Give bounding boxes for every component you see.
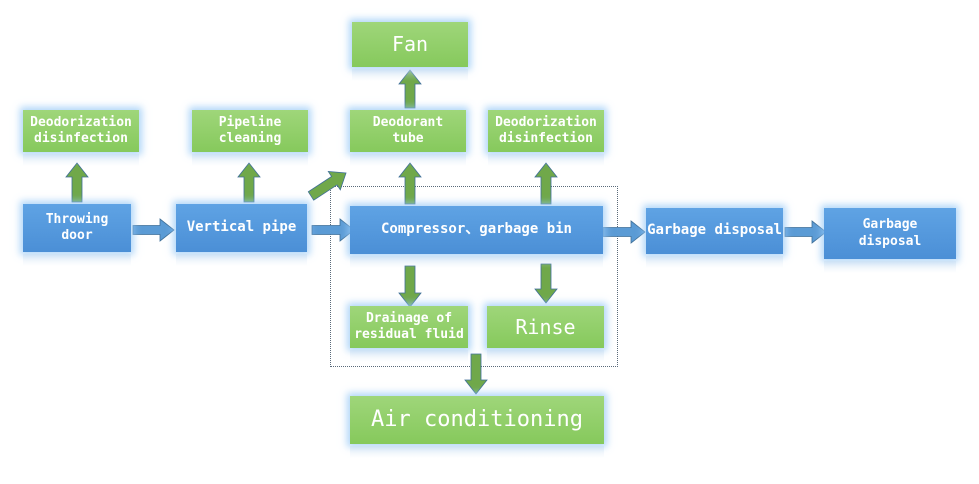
air-conditioning-box: Air conditioning [350, 396, 604, 458]
arrow-pipe-to-compressor [311, 218, 355, 242]
arrow-pipe-to-deodorant-tube [307, 171, 347, 201]
compressor-garbage-bin-box: Compressor、garbage bin [350, 206, 603, 268]
arrow-disposal-to-final [784, 220, 827, 244]
arrow-group-to-air-conditioning [464, 353, 488, 395]
drainage-residual-fluid-box: Drainage of residual fluid [350, 306, 468, 362]
garbage-disposal-box: Garbage disposal [646, 208, 783, 268]
arrow-door-to-pipe [132, 218, 175, 242]
arrow-compressor-to-rinse [534, 263, 558, 304]
deodorization-disinfection-box-2: Deodorization disinfection [488, 110, 604, 166]
rinse-box: Rinse [487, 306, 604, 362]
throwing-door-box: Throwing door [23, 204, 131, 266]
arrow-compressor-to-drainage [398, 265, 422, 308]
deodorization-disinfection-box-1: Deodorization disinfection [23, 110, 139, 166]
fan-box: Fan [352, 22, 468, 81]
arrow-deodorant-tube-to-fan [398, 69, 422, 109]
arrow-compressor-to-deodorization [534, 162, 558, 205]
arrow-compressor-to-disposal [602, 220, 646, 244]
garbage-disposal-final-box: Garbage disposal [824, 208, 956, 273]
arrow-compressor-to-deodorant-tube [398, 162, 422, 205]
arrow-pipe-to-cleaning [237, 162, 261, 203]
deodorant-tube-box: Deodorant tube [350, 110, 466, 166]
pipeline-cleaning-box: Pipeline cleaning [192, 110, 308, 166]
vertical-pipe-box: Vertical pipe [176, 204, 307, 266]
arrow-door-to-deodorization [65, 162, 89, 203]
